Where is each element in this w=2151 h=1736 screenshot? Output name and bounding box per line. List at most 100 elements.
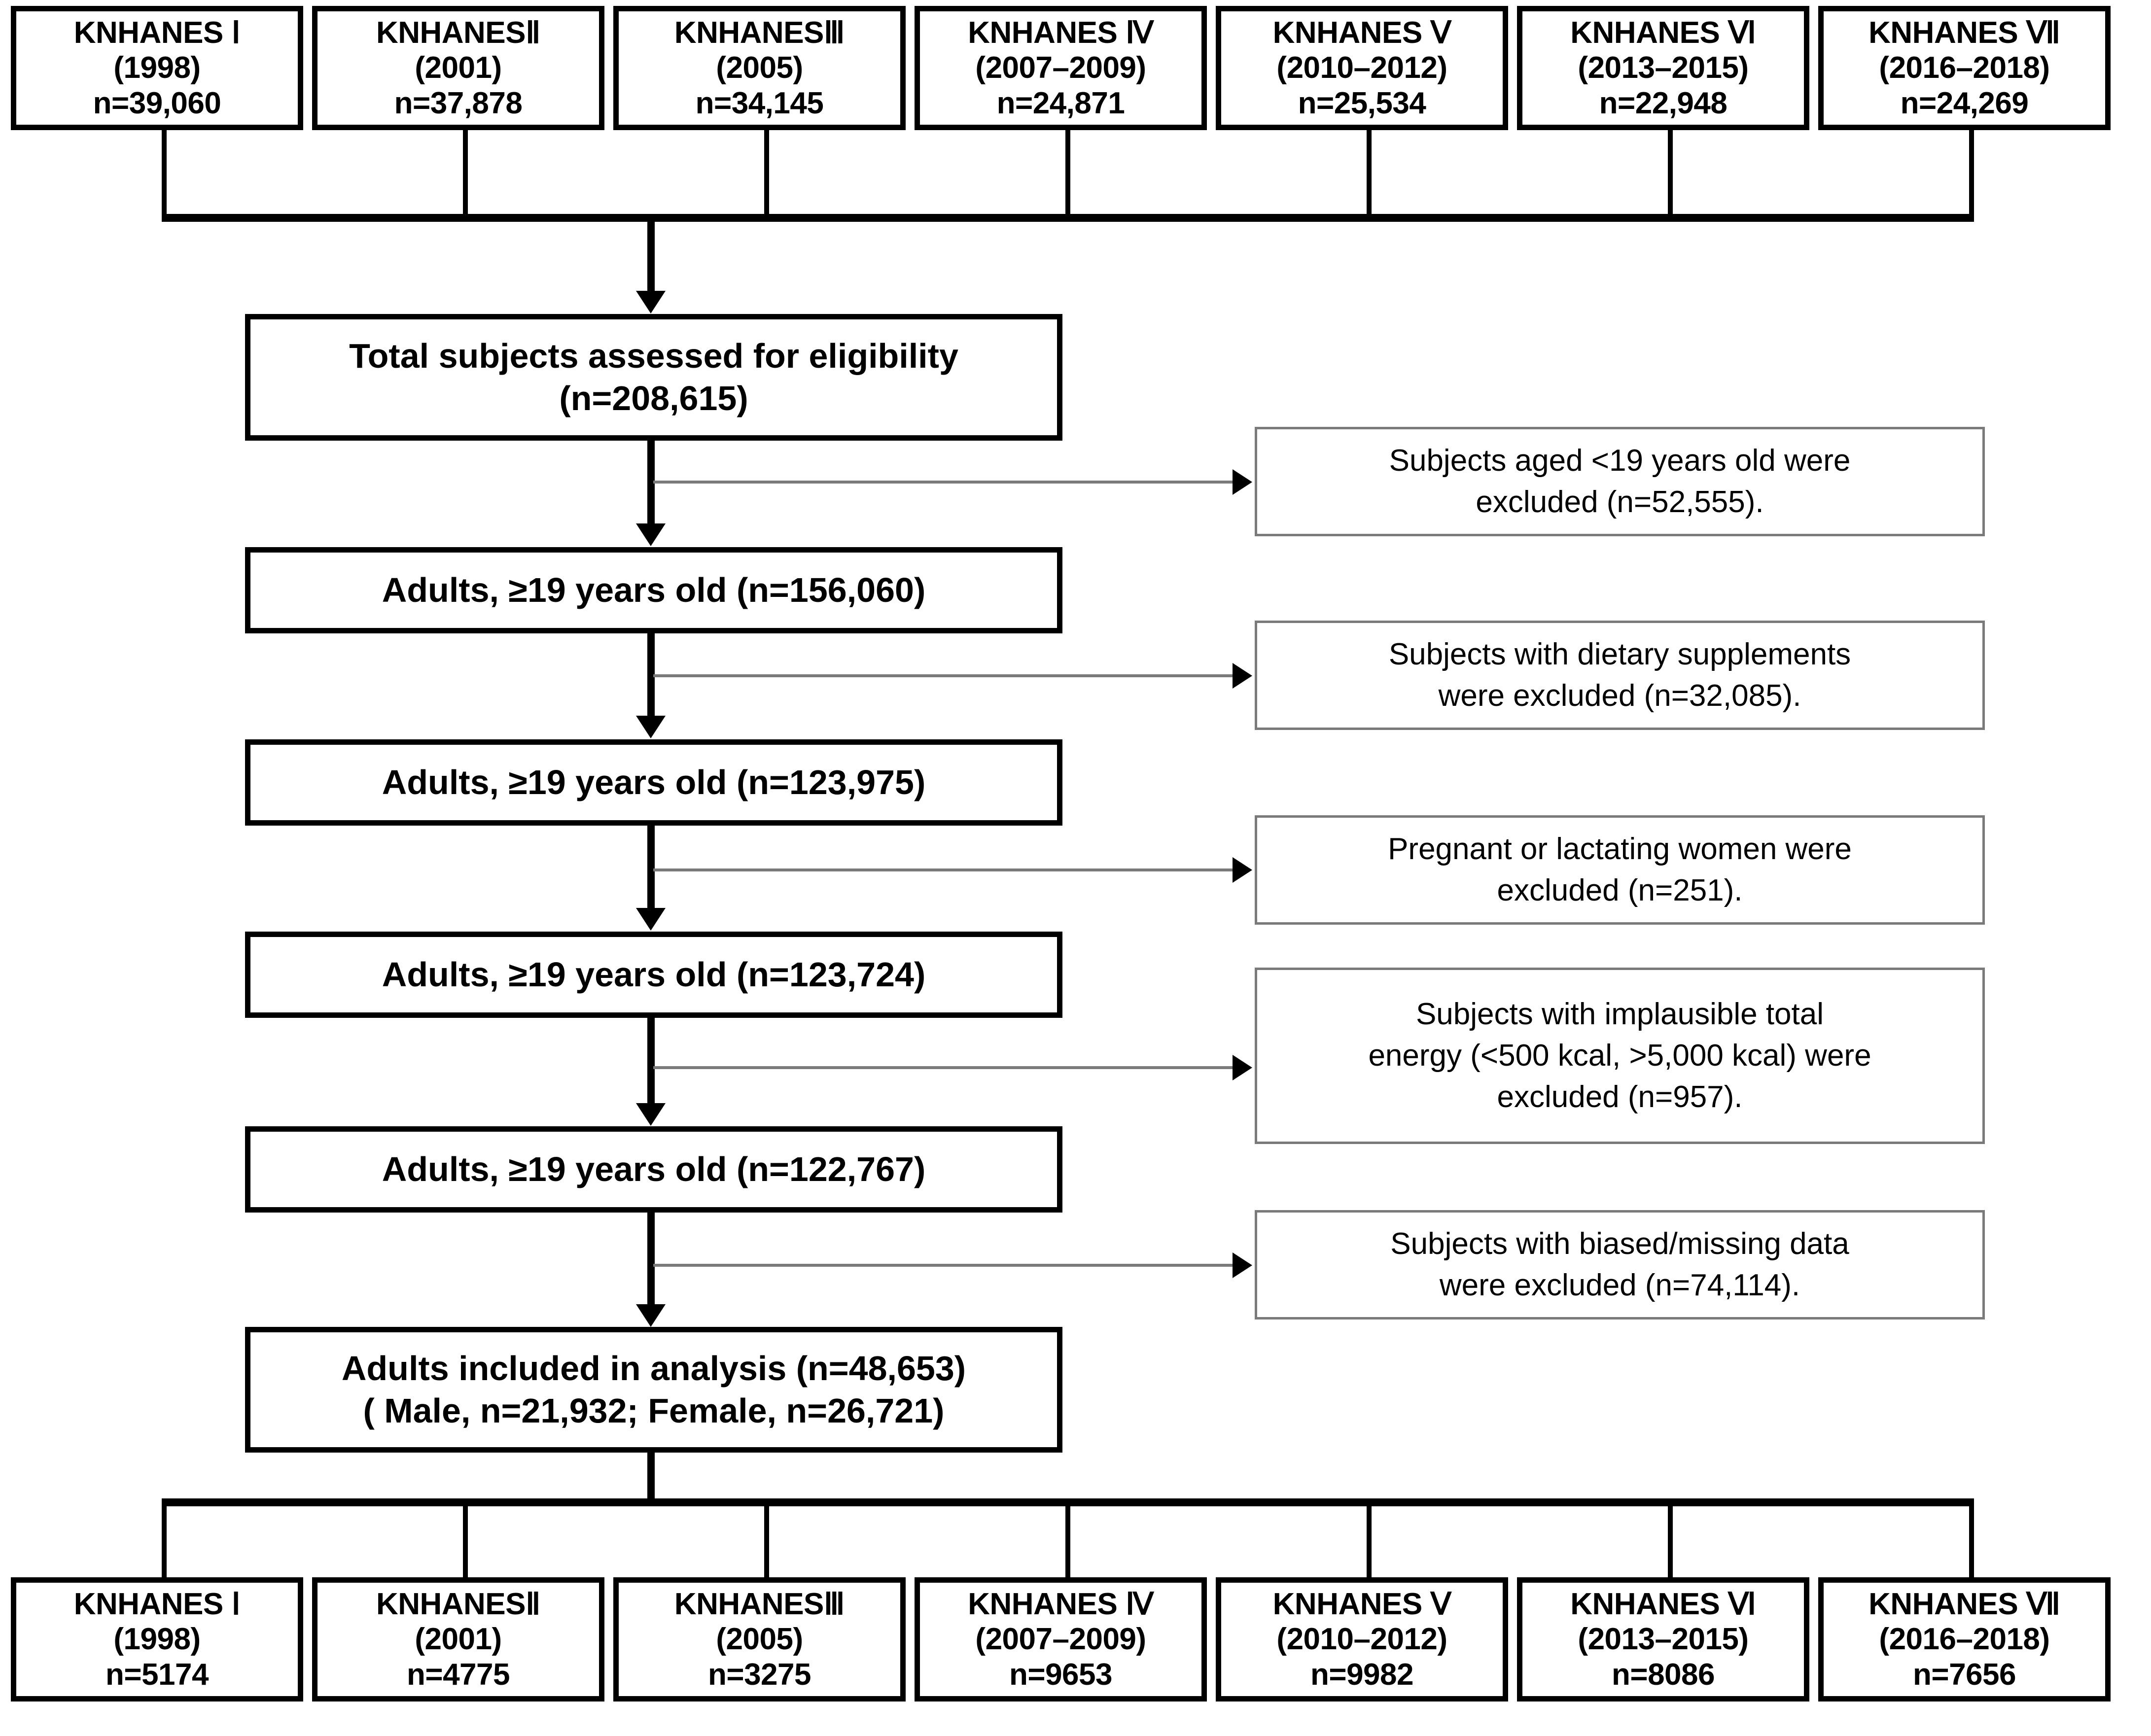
exclusion-line: Subjects with biased/missing data [1390,1227,1849,1261]
main-box-adults-123724: Adults, ≥19 years old (n=123,724) [245,932,1062,1018]
cohort-years: (2016–2018) [1879,1622,2050,1657]
exclusion-arrowhead-2 [1233,663,1252,689]
main-box-line1: Adults included in analysis (n=48,653) [341,1349,966,1388]
exclusion-line: excluded (n=52,555). [1476,485,1764,519]
bottom-distributor-stem [647,1453,655,1504]
cohort-n: n=24,269 [1900,86,2029,120]
cohort-name: KNHANESⅢ [674,1587,845,1622]
exclusion-line: were excluded (n=32,085). [1438,679,1801,713]
cohort-years: (2013–2015) [1578,51,1749,85]
bottom-connector-drop-4 [1065,1506,1070,1581]
main-box-adults-156060: Adults, ≥19 years old (n=156,060) [245,547,1062,633]
cohort-name: KNHANES Ⅳ [968,1587,1154,1622]
cohort-name: KNHANESⅡ [376,1587,541,1622]
exclusion-line: Subjects with implausible total [1415,997,1824,1032]
main-connector-4 [647,1018,655,1111]
cohort-years: (2001) [415,51,502,85]
bottom-connector-drop-3 [764,1506,769,1581]
main-connector-3 [647,826,655,914]
main-arrowhead-5 [636,1304,666,1327]
main-box-adults-included: Adults included in analysis (n=48,653) (… [245,1327,1062,1453]
cohort-n: n=22,948 [1599,86,1728,120]
main-box-line2: (n=208,615) [559,379,748,417]
cohort-name: KNHANES Ⅴ [1272,1587,1451,1622]
bottom-connector-drop-5 [1367,1506,1372,1581]
exclusion-line: Subjects aged <19 years old were [1389,444,1851,478]
cohort-years: (2010–2012) [1276,1622,1447,1657]
cohort-years: (2005) [716,51,803,85]
exclusion-line: Subjects with dietary supplements [1388,637,1851,672]
cohort-years: (2007–2009) [975,51,1146,85]
exclusion-line: Pregnant or lactating women were [1388,832,1852,867]
exclusion-box-age: Subjects aged <19 years old were exclude… [1255,427,1985,536]
cohort-n: n=37,878 [394,86,523,120]
top-cohort-box-5: KNHANES Ⅴ (2010–2012) n=25,534 [1216,6,1508,130]
top-connector-drop-4 [1065,130,1070,218]
cohort-name: KNHANES Ⅳ [968,16,1154,50]
exclusion-box-supplements: Subjects with dietary supplements were e… [1255,621,1985,730]
exclusion-branch-line-3 [653,868,1240,871]
main-box-total-assessed: Total subjects assessed for eligibility … [245,314,1062,441]
main-box-line1: Adults, ≥19 years old (n=123,724) [382,955,926,994]
top-cohort-box-4: KNHANES Ⅳ (2007–2009) n=24,871 [915,6,1207,130]
main-box-line2: ( Male, n=21,932; Female, n=26,721) [363,1391,945,1430]
bottom-connector-drop-1 [162,1506,167,1581]
bottom-cohort-box-1: KNHANES Ⅰ (1998) n=5174 [11,1577,303,1701]
top-connector-drop-7 [1969,130,1974,218]
exclusion-box-pregnant: Pregnant or lactating women were exclude… [1255,815,1985,925]
top-connector-drop-6 [1668,130,1673,218]
cohort-years: (2010–2012) [1276,51,1447,85]
bottom-cohort-box-5: KNHANES Ⅴ (2010–2012) n=9982 [1216,1577,1508,1701]
cohort-n: n=4775 [406,1657,510,1692]
cohort-n: n=39,060 [93,86,221,120]
cohort-n: n=5174 [105,1657,209,1692]
top-cohort-box-1: KNHANES Ⅰ (1998) n=39,060 [11,6,303,130]
cohort-name: KNHANES Ⅰ [73,1587,241,1622]
cohort-years: (2001) [415,1622,502,1657]
exclusion-line: excluded (n=957). [1497,1079,1743,1114]
exclusion-line: energy (<500 kcal, >5,000 kcal) were [1368,1039,1871,1073]
bottom-cohort-box-3: KNHANESⅢ (2005) n=3275 [613,1577,906,1701]
cohort-name: KNHANESⅢ [674,16,845,50]
main-arrowhead-4 [636,1103,666,1126]
bottom-cohort-box-2: KNHANESⅡ (2001) n=4775 [312,1577,604,1701]
cohort-years: (2016–2018) [1879,51,2050,85]
cohort-n: n=34,145 [695,86,824,120]
exclusion-arrowhead-3 [1233,857,1252,883]
top-connector-drop-1 [162,130,167,218]
main-box-line1: Total subjects assessed for eligibility [349,337,958,376]
main-connector-1 [647,441,655,529]
cohort-n: n=25,534 [1298,86,1426,120]
cohort-name: KNHANES Ⅴ [1272,16,1451,50]
bottom-distributor-bar [162,1498,1974,1506]
cohort-name: KNHANES Ⅰ [73,16,241,50]
top-connector-drop-5 [1367,130,1372,218]
top-collector-arrowhead [636,291,666,313]
top-connector-drop-2 [463,130,468,218]
cohort-name: KNHANES Ⅶ [1869,1587,2060,1622]
bottom-connector-drop-7 [1969,1506,1974,1581]
cohort-years: (2013–2015) [1578,1622,1749,1657]
cohort-n: n=24,871 [996,86,1125,120]
cohort-n: n=3275 [707,1657,811,1692]
exclusion-line: were excluded (n=74,114). [1439,1268,1800,1302]
bottom-connector-drop-2 [463,1506,468,1581]
cohort-name: KNHANES Ⅶ [1869,16,2060,50]
top-connector-drop-3 [764,130,769,218]
exclusion-branch-line-4 [653,1066,1240,1069]
main-box-adults-122767: Adults, ≥19 years old (n=122,767) [245,1126,1062,1213]
cohort-years: (2005) [716,1622,803,1657]
exclusion-branch-line-2 [653,674,1240,677]
top-cohort-box-6: KNHANES Ⅵ (2013–2015) n=22,948 [1517,6,1809,130]
top-cohort-box-7: KNHANES Ⅶ (2016–2018) n=24,269 [1818,6,2111,130]
exclusion-box-energy: Subjects with implausible total energy (… [1255,968,1985,1144]
cohort-name: KNHANESⅡ [376,16,541,50]
top-cohort-box-2: KNHANESⅡ (2001) n=37,878 [312,6,604,130]
main-box-line1: Adults, ≥19 years old (n=123,975) [382,763,926,801]
cohort-years: (1998) [113,51,201,85]
cohort-n: n=9982 [1310,1657,1414,1692]
main-box-adults-123975: Adults, ≥19 years old (n=123,975) [245,739,1062,826]
main-arrowhead-1 [636,523,666,546]
bottom-cohort-box-6: KNHANES Ⅵ (2013–2015) n=8086 [1517,1577,1809,1701]
bottom-connector-drop-6 [1668,1506,1673,1581]
